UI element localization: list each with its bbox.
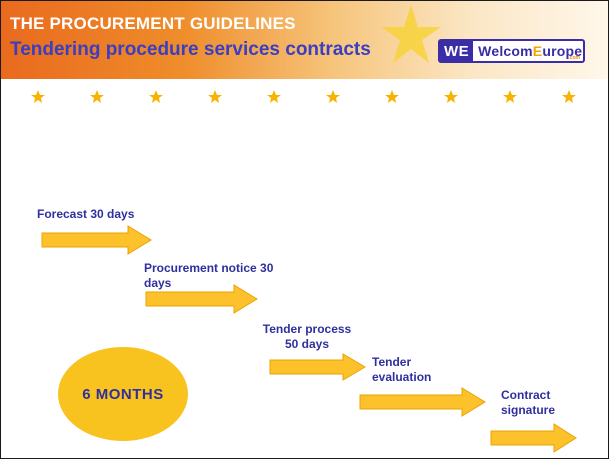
star-icon xyxy=(267,90,281,103)
logo-word-urop: urop xyxy=(542,43,575,59)
title-subtitle: Tendering procedure services contracts xyxy=(10,39,371,60)
star-icon xyxy=(562,90,576,103)
logo-we-mark: WE xyxy=(440,41,474,61)
step-label-procurement-notice: Procurement notice 30 days xyxy=(144,261,274,290)
step-label-tender-evaluation: Tender evaluation xyxy=(372,355,432,384)
star-row xyxy=(31,90,576,103)
header-bar: THE PROCUREMENT GUIDELINES Tendering pro… xyxy=(1,1,608,79)
arrow-right-icon xyxy=(41,225,152,255)
arrow-right-icon xyxy=(269,353,366,381)
star-icon xyxy=(385,90,399,103)
welcomeurope-logo: WE WelcomEurope .com xyxy=(438,39,585,63)
logo-wordmark: WelcomEurope xyxy=(478,43,582,59)
duration-label: 6 MONTHS xyxy=(82,385,164,403)
logo-word-e: E xyxy=(532,43,543,59)
logo-star-icon xyxy=(381,5,441,63)
arrow-right-icon xyxy=(359,387,486,417)
star-icon xyxy=(208,90,222,103)
duration-ellipse: 6 MONTHS xyxy=(58,347,188,441)
star-icon xyxy=(90,90,104,103)
arrow-right-icon xyxy=(145,284,258,314)
star-icon xyxy=(149,90,163,103)
step-label-contract-signature: Contract signature xyxy=(501,388,556,417)
star-icon xyxy=(444,90,458,103)
star-icon xyxy=(503,90,517,103)
star-icon xyxy=(326,90,340,103)
step-label-tender-process: Tender process 50 days xyxy=(262,322,352,351)
logo-domain: .com xyxy=(568,55,580,61)
arrow-right-icon xyxy=(490,423,577,453)
logo-word-e2: e xyxy=(574,43,583,59)
star-icon xyxy=(31,90,45,103)
title-main: THE PROCUREMENT GUIDELINES xyxy=(10,14,296,33)
step-label-forecast: Forecast 30 days xyxy=(37,207,135,221)
logo-word-welcom: Welcom xyxy=(478,43,533,59)
